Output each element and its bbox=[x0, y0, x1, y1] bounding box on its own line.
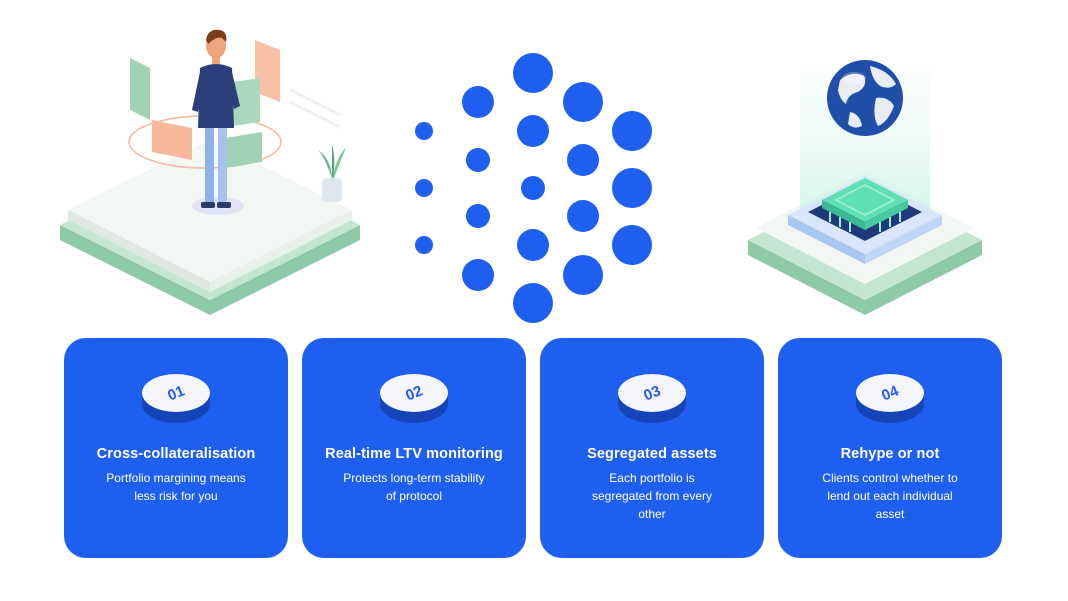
number-badge: 01 bbox=[142, 374, 210, 423]
feature-card-segregated-assets: 03 Segregated assets Each portfolio is s… bbox=[540, 338, 764, 558]
number-badge: 02 bbox=[380, 374, 448, 423]
number-badge-text: 01 bbox=[165, 382, 187, 404]
card-description: Each portfolio is segregated from every … bbox=[591, 471, 713, 521]
blue-dot-pattern-icon bbox=[400, 40, 670, 330]
number-badge-text: 02 bbox=[403, 382, 425, 404]
number-badge: 03 bbox=[618, 374, 686, 423]
number-badge-text: 03 bbox=[641, 382, 663, 404]
card-title: Cross-collateralisation bbox=[96, 446, 256, 462]
card-title: Segregated assets bbox=[587, 446, 717, 462]
person-with-floating-panels-icon bbox=[40, 10, 380, 330]
card-description: Portfolio margining means less risk for … bbox=[106, 471, 246, 503]
feature-cards: 01 Cross-collateralisation Portfolio mar… bbox=[64, 338, 1004, 558]
globe-over-chip-icon bbox=[730, 40, 1000, 330]
card-description: Clients control whether to lend out each… bbox=[822, 471, 958, 521]
feature-card-ltv-monitoring: 02 Real-time LTV monitoring Protects lon… bbox=[302, 338, 526, 558]
number-badge: 04 bbox=[856, 374, 924, 423]
feature-card-cross-collateralisation: 01 Cross-collateralisation Portfolio mar… bbox=[64, 338, 288, 558]
number-badge-text: 04 bbox=[879, 382, 901, 404]
card-description: Protects long-term stability of protocol bbox=[343, 471, 485, 503]
card-title: Real-time LTV monitoring bbox=[325, 446, 503, 462]
card-title: Rehype or not bbox=[840, 446, 940, 462]
feature-card-rehype: 04 Rehype or not Clients control whether… bbox=[778, 338, 1002, 558]
